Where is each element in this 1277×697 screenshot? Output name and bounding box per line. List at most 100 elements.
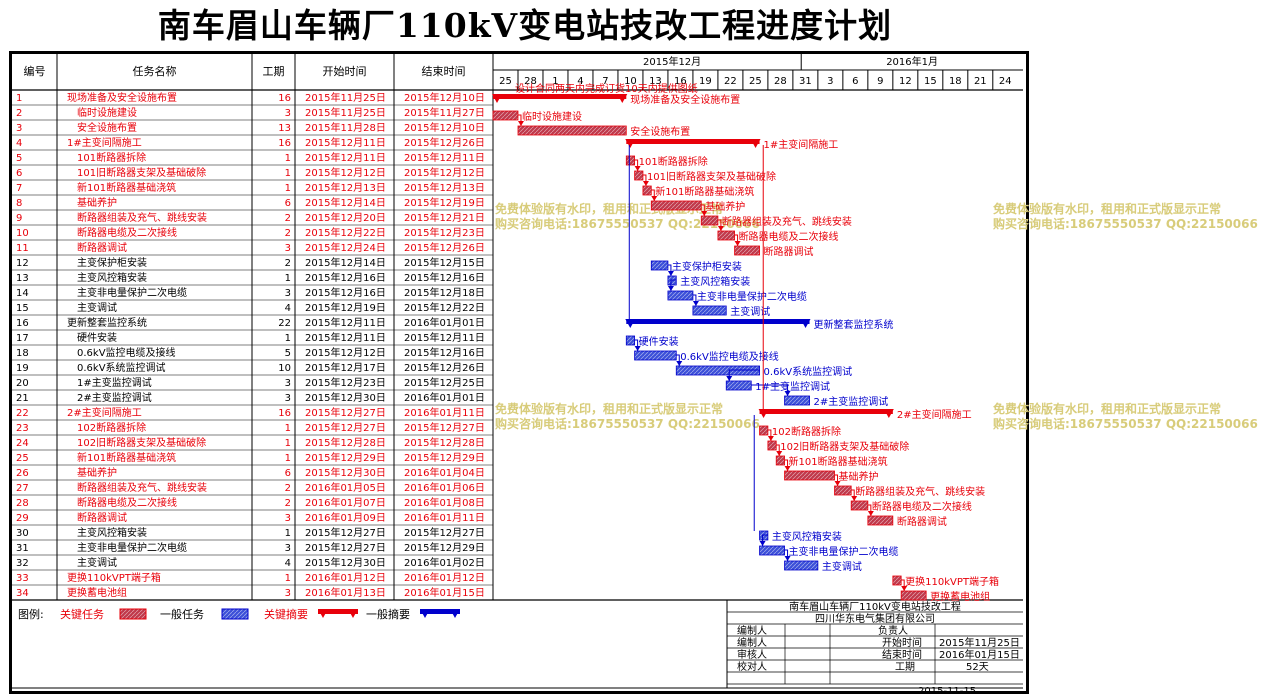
row-id: 29 xyxy=(16,513,29,524)
row-name: 主变风控箱安装 xyxy=(77,526,147,539)
task-bar xyxy=(700,215,719,226)
row-end: 2015年12月11日 xyxy=(404,331,485,344)
task-bar xyxy=(625,155,636,166)
task-bar xyxy=(634,170,644,181)
legend-swatch xyxy=(420,609,460,614)
row-start: 2015年12月20日 xyxy=(305,211,386,224)
dependency-arrow xyxy=(692,301,699,306)
row-name: 新101断路器基础浇筑 xyxy=(77,181,176,194)
row-duration: 3 xyxy=(285,288,291,299)
day-tick: 25 xyxy=(499,76,512,87)
task-bar xyxy=(625,335,636,346)
row-id: 18 xyxy=(16,348,29,359)
row-end: 2015年12月11日 xyxy=(404,151,485,164)
task-bar xyxy=(642,185,652,196)
row-name: 更换110kVPT端子箱 xyxy=(67,571,161,584)
row-id: 19 xyxy=(16,363,29,374)
row-duration: 16 xyxy=(278,138,291,149)
bar-label: 主变非电量保护二次电缆 xyxy=(789,545,899,558)
row-duration: 13 xyxy=(278,123,291,134)
row-name: 102断路器拆除 xyxy=(77,421,146,434)
task-bar xyxy=(834,485,852,496)
task-bar xyxy=(900,590,927,601)
row-end: 2016年01月06日 xyxy=(404,481,485,494)
day-tick: 28 xyxy=(774,76,787,87)
row-start: 2016年01月09日 xyxy=(305,511,386,524)
summary-bar-end xyxy=(758,409,769,418)
dependency-arrow xyxy=(734,241,741,246)
row-id: 14 xyxy=(16,288,29,299)
task-bar xyxy=(784,560,819,571)
info-manager: 负责人 xyxy=(878,624,908,637)
row-name: 101旧断路器支架及基础破除 xyxy=(77,166,206,179)
row-end: 2015年12月27日 xyxy=(404,526,485,539)
day-tick: 12 xyxy=(899,76,912,87)
day-tick: 25 xyxy=(749,76,762,87)
row-start: 2015年12月29日 xyxy=(305,451,386,464)
row-start: 2015年12月12日 xyxy=(305,346,386,359)
summary-bar xyxy=(626,319,810,324)
legend-critical-summary: 关键摘要 xyxy=(264,607,308,621)
row-start: 2015年12月11日 xyxy=(305,151,386,164)
day-tick: 15 xyxy=(924,76,937,87)
gantt-frame xyxy=(9,51,1029,694)
row-start: 2015年12月27日 xyxy=(305,421,386,434)
row-start: 2016年01月12日 xyxy=(305,571,386,584)
row-start: 2015年12月11日 xyxy=(305,316,386,329)
row-id: 24 xyxy=(16,438,29,449)
row-id: 30 xyxy=(16,528,29,539)
bar-label: 主变风控箱安装 xyxy=(772,530,842,543)
day-tick: 3 xyxy=(827,76,833,87)
row-end: 2015年12月12日 xyxy=(404,166,485,179)
row-start: 2015年12月14日 xyxy=(305,256,386,269)
row-duration: 6 xyxy=(285,468,291,479)
day-tick: 19 xyxy=(699,76,712,87)
bar-label: 主变调试 xyxy=(730,305,770,318)
row-duration: 3 xyxy=(285,513,291,524)
row-duration: 3 xyxy=(285,108,291,119)
row-end: 2015年12月23日 xyxy=(404,226,485,239)
row-duration: 1 xyxy=(285,273,291,284)
watermark-text: 购买咨询电话:18675550537 QQ:22150066 xyxy=(993,216,1258,231)
month-label: 2015年12月 xyxy=(643,55,701,68)
info-label: 校对人 xyxy=(737,660,767,673)
dependency-arrow xyxy=(726,376,733,381)
dependency-arrow xyxy=(634,166,641,171)
row-id: 34 xyxy=(16,588,29,599)
row-name: 1#主变监控调试 xyxy=(77,376,152,389)
task-bar xyxy=(734,245,760,256)
row-start: 2015年12月28日 xyxy=(305,436,386,449)
dependency-arrow xyxy=(767,436,774,441)
task-bar xyxy=(717,230,735,241)
row-start: 2015年11月28日 xyxy=(305,121,386,134)
bar-label: 更新整套监控系统 xyxy=(814,318,894,331)
bar-label: 0.6kV监控电缆及接线 xyxy=(680,350,779,363)
row-end: 2016年01月12日 xyxy=(404,571,485,584)
summary-bar xyxy=(626,139,760,144)
dependency-arrow xyxy=(717,226,724,231)
summary-bar-end xyxy=(750,139,761,148)
day-tick: 13 xyxy=(649,76,662,87)
row-start: 2015年12月13日 xyxy=(305,181,386,194)
summary-bar-end xyxy=(883,409,894,418)
row-id: 15 xyxy=(16,303,29,314)
row-name: 新101断路器基础浇筑 xyxy=(77,451,176,464)
bar-label: 主变非电量保护二次电缆 xyxy=(697,290,807,303)
row-start: 2015年12月17日 xyxy=(305,361,386,374)
row-name: 现场准备及安全设施布置 xyxy=(67,91,177,104)
row-start: 2015年12月14日 xyxy=(305,196,386,209)
row-duration: 5 xyxy=(285,348,291,359)
row-duration: 2 xyxy=(285,213,291,224)
task-bar xyxy=(850,500,869,511)
row-end: 2015年12月19日 xyxy=(404,196,485,209)
row-name: 主变风控箱安装 xyxy=(77,271,147,284)
day-tick: 6 xyxy=(852,76,858,87)
row-start: 2015年12月30日 xyxy=(305,391,386,404)
row-id: 10 xyxy=(16,228,29,239)
row-duration: 1 xyxy=(285,453,291,464)
row-name: 0.6kV监控电缆及接线 xyxy=(77,346,176,359)
row-end: 2016年01月01日 xyxy=(404,391,485,404)
watermark-text: 免费体验版有水印，租用和正式版显示正常 xyxy=(993,201,1221,216)
task-bar xyxy=(650,260,669,271)
